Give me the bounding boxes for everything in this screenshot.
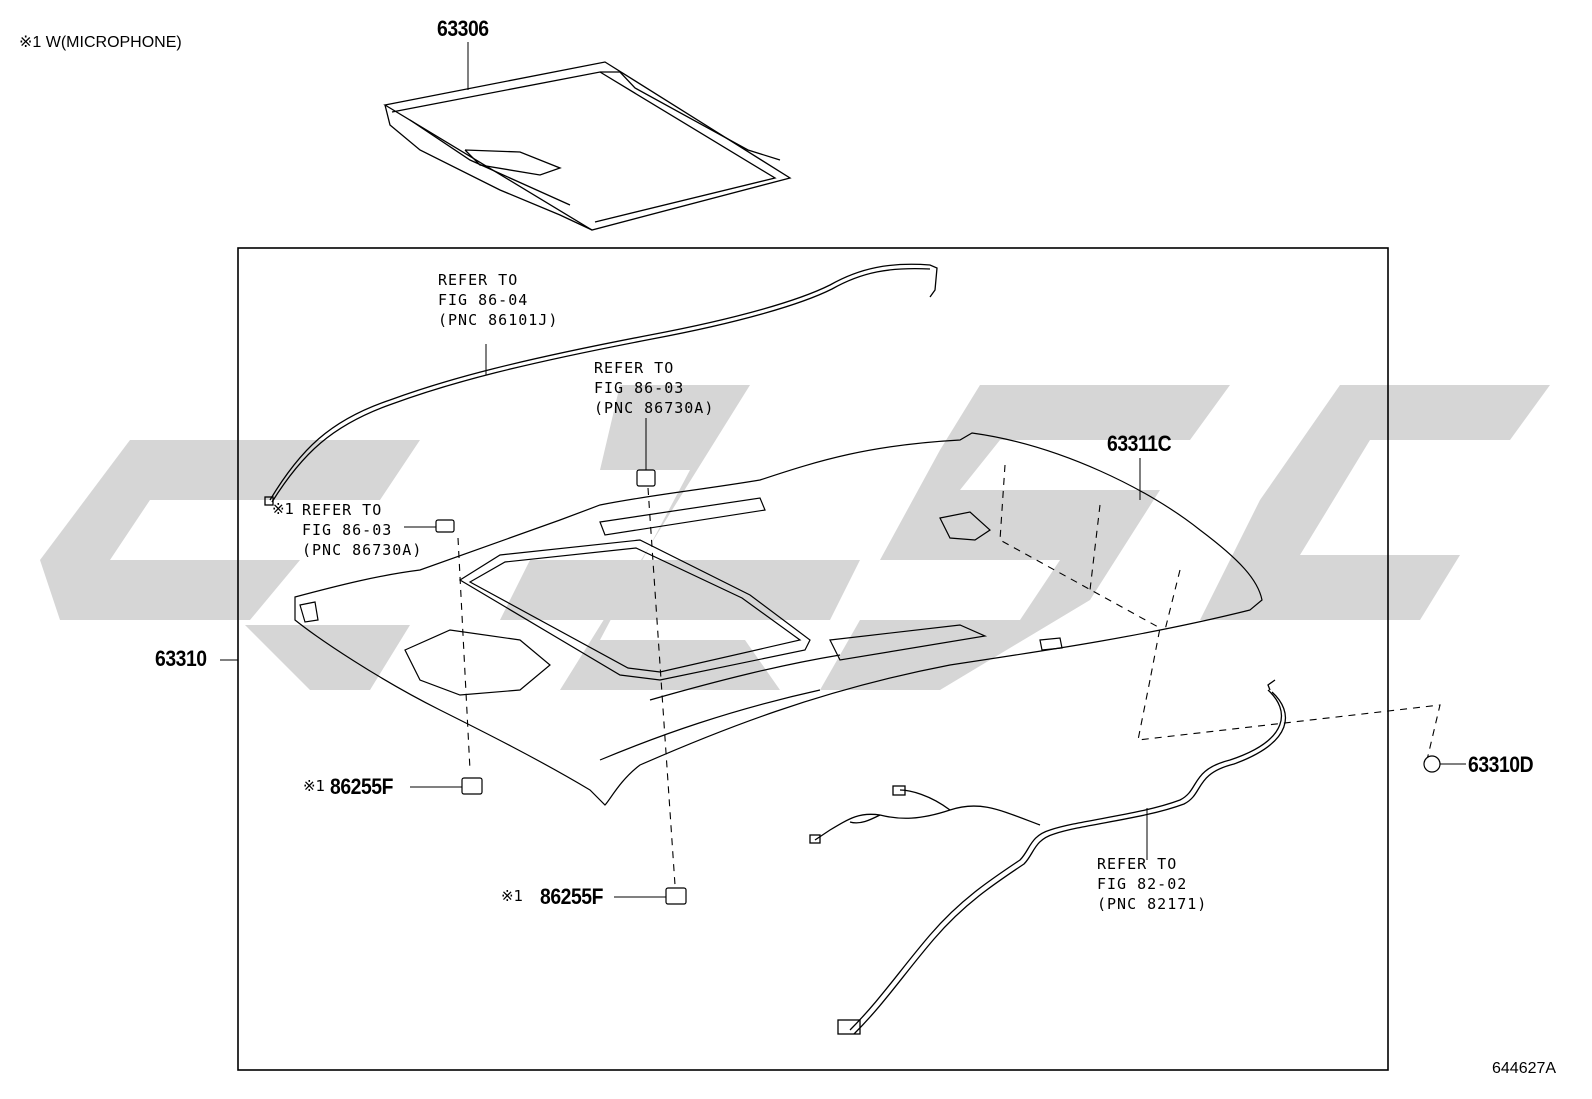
part-86730a-center-icon <box>636 469 656 487</box>
ref-86-04-line1: REFER TO <box>438 271 519 289</box>
ref-86-03-left-line3: (PNC 86730A) <box>302 541 423 559</box>
ref-86-03-center-line3: (PNC 86730A) <box>594 399 715 417</box>
microphone-mark-86255f-lower: ※1 <box>501 887 524 905</box>
refer-to-fig-86-03-left[interactable]: REFER TO FIG 86-03 (PNC 86730A) <box>302 500 422 560</box>
part-symbols <box>435 469 1441 905</box>
ref-82-02-line3: (PNC 82171) <box>1097 895 1208 913</box>
legend-note: ※1 W(MICROPHONE) <box>19 34 182 51</box>
ref-86-03-center-line2: FIG 86-03 <box>594 379 685 397</box>
part-86255f-lower-icon <box>665 887 687 905</box>
watermark-letter-l <box>560 385 780 690</box>
label-leaders <box>220 344 1466 898</box>
refer-to-fig-82-02[interactable]: REFER TO FIG 82-02 (PNC 82171) <box>1097 854 1207 914</box>
ref-82-02-line2: FIG 82-02 <box>1097 875 1188 893</box>
microphone-mark-86255f-left: ※1 <box>303 777 326 795</box>
part-number-63306[interactable]: 63306 <box>437 16 489 41</box>
part-63310d-icon <box>1423 755 1441 773</box>
part-number-63310d[interactable]: 63310D <box>1468 752 1534 777</box>
harness-82171 <box>809 679 1286 1035</box>
refer-to-fig-86-03-center[interactable]: REFER TO FIG 86-03 (PNC 86730A) <box>594 358 714 418</box>
dashed-leaders <box>457 464 1441 886</box>
watermark-letter-u-low <box>245 625 410 690</box>
roof-wire-86101j <box>264 263 938 506</box>
part-number-63310[interactable]: 63310 <box>155 646 207 671</box>
watermark-letter-s <box>820 385 1230 690</box>
ref-86-04-line2: FIG 86-04 <box>438 291 529 309</box>
watermark-letter-c <box>1200 385 1550 620</box>
sunshade-63306-drawing <box>383 61 792 231</box>
part-86730a-left-icon <box>435 519 455 533</box>
part-number-63311c[interactable]: 63311C <box>1107 431 1172 456</box>
watermark-letter-l-bottom <box>500 560 860 620</box>
watermark-letter-u-top <box>40 440 420 620</box>
ref-86-04-line3: (PNC 86101J) <box>438 311 559 329</box>
part-number-86255f-lower[interactable]: 86255F <box>540 884 604 909</box>
microphone-mark-ref-86-03-left: ※1 <box>272 500 295 518</box>
ref-82-02-line1: REFER TO <box>1097 855 1178 873</box>
part-number-86255f-left[interactable]: 86255F <box>330 774 394 799</box>
refer-to-fig-86-04[interactable]: REFER TO FIG 86-04 (PNC 86101J) <box>438 270 558 330</box>
headliner-63311c-drawing <box>294 432 1263 806</box>
frame-box <box>237 247 1389 1071</box>
ulsc-watermark <box>40 385 1550 690</box>
ref-86-03-left-line2: FIG 86-03 <box>302 521 393 539</box>
diagram-id: 644627A <box>1492 1060 1557 1077</box>
part-86255f-left-icon <box>461 777 483 795</box>
ref-86-03-center-line1: REFER TO <box>594 359 675 377</box>
ref-86-03-left-line1: REFER TO <box>302 501 383 519</box>
